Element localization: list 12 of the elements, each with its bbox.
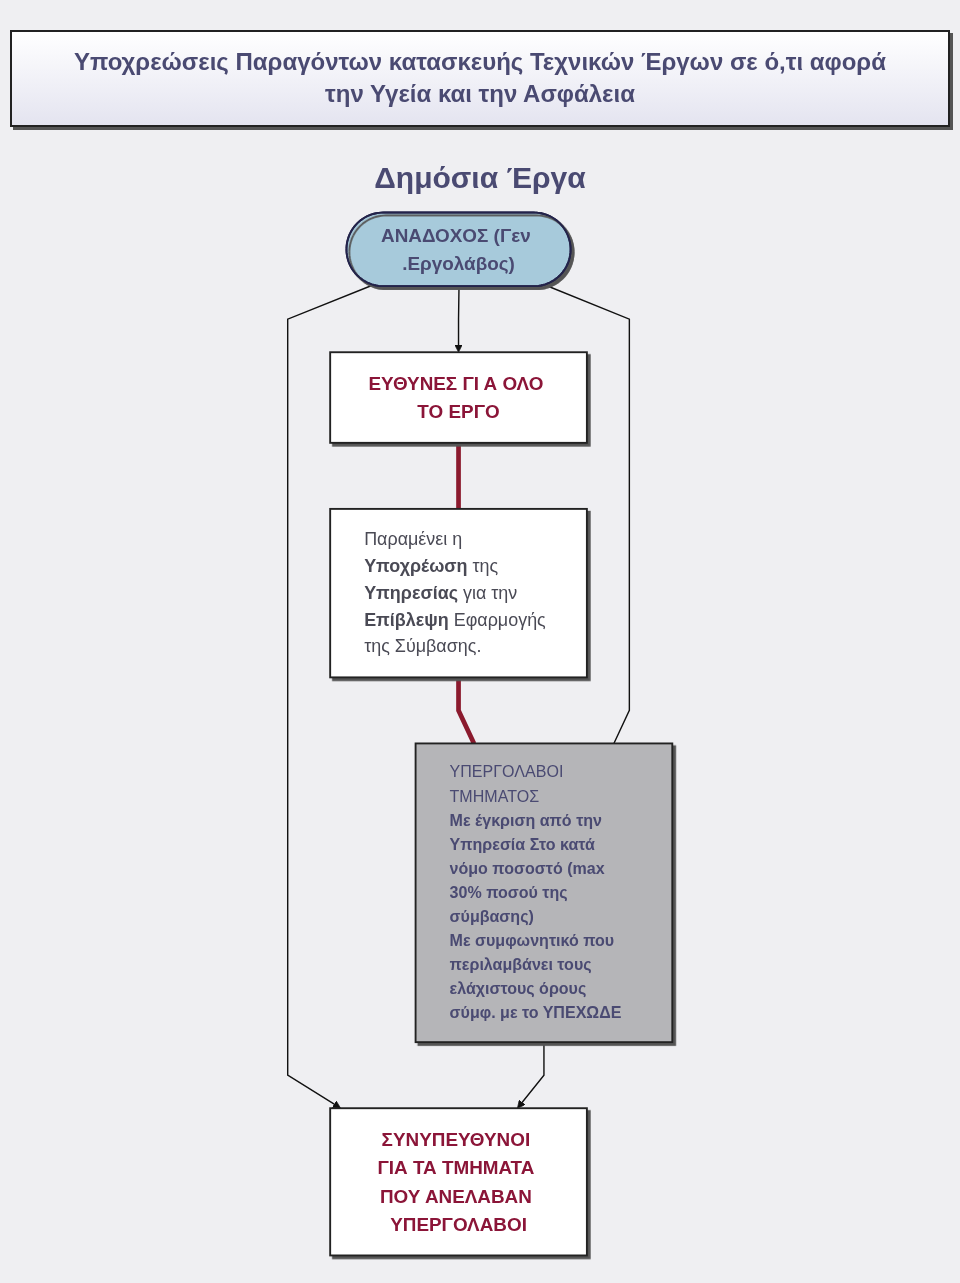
connector xyxy=(544,284,631,744)
title-banner: Υποχρεώσεις Παραγόντων κατασκευής Τεχνικών Έργων σε ό,τι αφορά την Υγεία και την Ασφάλεια xyxy=(10,30,950,127)
connector xyxy=(456,677,477,745)
arrow xyxy=(454,285,463,353)
subheading: Δημόσια Έργα xyxy=(374,160,586,195)
arrow xyxy=(517,1041,545,1109)
node-box: ΕΥΘΥΝΕΣ ΓΙ Α ΟΛΟ ΤΟ ΕΡΓΟ xyxy=(329,351,588,444)
node-box: Παραμένει η Υποχρέωση της Υπηρεσίας για την Επίβλεψη Εφαρμογής της Σύμβασης. xyxy=(329,507,588,679)
node-box: ΣΥΝΥΠΕΥΘΥΝΟΙ ΓΙΑ ΤΑ ΤΜΗΜΑΤΑ ΠΟΥ ΑΝΕΛΑΒΑΝ ΥΠΕΡΓΟΛΑΒΟΙ xyxy=(329,1107,588,1257)
node-box: ΥΠΕΡΓΟΛΑΒΟΙ ΤΜΗΜΑΤΟΣ Με έγκριση από την Υπηρεσία Στο κατά νόμο ποσοστό (max 30% ποσού της σύμβασης) Με συμφωνητικό που περιλαμβάνει τους ελάχιστους όρους σύμφ. με το ΥΠΕΧΩΔΕ xyxy=(414,742,674,1043)
connector xyxy=(456,442,461,509)
arrow xyxy=(287,284,374,1109)
